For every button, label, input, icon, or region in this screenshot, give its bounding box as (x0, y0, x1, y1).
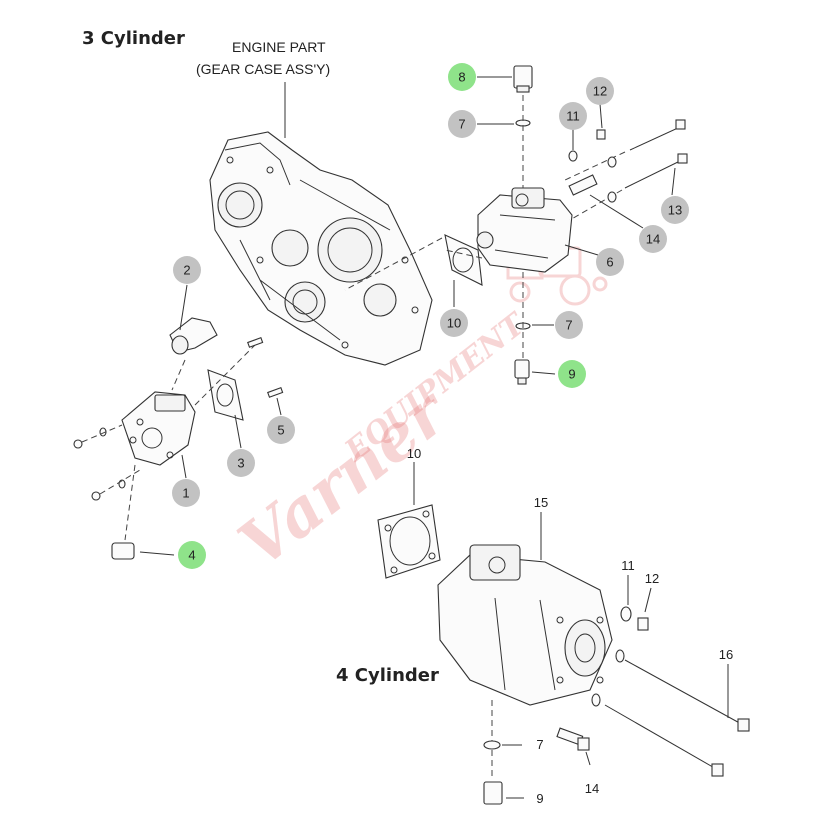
engine-part-line2: (GEAR CASE ASS'Y) (196, 61, 330, 77)
dowel-5-b (267, 387, 284, 398)
callout-8-label: 8 (458, 70, 465, 85)
label-12-4cyl: 12 (645, 571, 659, 586)
o-ring-7-4cyl (483, 740, 501, 750)
long-bolts-4cyl (591, 649, 750, 777)
callout-2: 2 (173, 256, 201, 284)
callout-4-label: 4 (188, 548, 195, 563)
callout-6: 6 (596, 248, 624, 276)
label-10-4cyl: 10 (407, 446, 421, 461)
bolts-left (73, 424, 141, 501)
hydraulic-pump-left (121, 391, 196, 466)
callout-11-3cyl: 11 (559, 102, 587, 130)
callout-3: 3 (227, 449, 255, 477)
hydraulic-pump-3cyl (476, 187, 573, 273)
nut-12-4cyl (637, 617, 649, 631)
callout-7-top-label: 7 (458, 117, 465, 132)
fitting-4-3cyl (111, 542, 135, 560)
callout-9-3cyl: 9 (558, 360, 586, 388)
callout-11-label: 11 (566, 109, 580, 124)
engine-part-line1: ENGINE PART (232, 39, 326, 55)
label-7-4cyl: 7 (536, 737, 543, 752)
callout-10-label: 10 (447, 316, 461, 331)
elbow-fitting-2 (169, 317, 218, 355)
label-16: 16 (719, 647, 733, 662)
bolt-14-4cyl (556, 727, 590, 751)
callout-10-3cyl: 10 (440, 309, 468, 337)
heading-3-cylinder: 3 Cylinder (82, 28, 185, 49)
gasket-3 (207, 369, 244, 421)
fitting-9-4cyl (483, 781, 503, 805)
label-14-4cyl: 14 (585, 781, 599, 796)
callout-7-top: 7 (448, 110, 476, 138)
callout-7-bottom-label: 7 (565, 318, 572, 333)
callout-5: 5 (267, 416, 295, 444)
flange-gasket-upper (444, 234, 483, 286)
fitting-8-3cyl (513, 65, 533, 89)
callout-leaders (139, 76, 676, 556)
label-11-4cyl: 11 (621, 558, 635, 573)
callout-14-label: 14 (646, 232, 660, 247)
washer-11-3cyl (568, 150, 578, 162)
callout-8-bubble (448, 63, 476, 91)
hydraulic-pump-4cyl (437, 544, 613, 706)
callout-6-label: 6 (606, 255, 613, 270)
washer-11-4cyl (620, 606, 632, 622)
callout-14-3cyl: 14 (639, 225, 667, 253)
long-bolts-3cyl (564, 119, 688, 221)
callout-5-label: 5 (277, 423, 284, 438)
callout-2-label: 2 (183, 263, 190, 278)
callout-1: 1 (172, 479, 200, 507)
flange-gasket-4cyl (377, 504, 441, 579)
callout-13-label: 13 (668, 203, 682, 218)
gear-case-assembly (209, 131, 433, 366)
label-15: 15 (534, 495, 548, 510)
callout-7-bottom: 7 (555, 311, 583, 339)
callout-13: 13 (661, 196, 689, 224)
callout-3-label: 3 (237, 456, 244, 471)
dowel-5-a (247, 337, 264, 348)
callout-8: 8 (448, 63, 476, 91)
callout-12-label: 12 (593, 84, 607, 99)
label-9-4cyl: 9 (536, 791, 543, 806)
heading-4-cylinder: 4 Cylinder (336, 665, 439, 686)
nut-12-3cyl (596, 129, 606, 140)
callout-4: 4 (178, 541, 206, 569)
callout-12-3cyl: 12 (586, 77, 614, 105)
callout-1-label: 1 (182, 486, 189, 501)
fitting-9-3cyl (514, 359, 530, 379)
callout-9-label: 9 (568, 367, 575, 382)
